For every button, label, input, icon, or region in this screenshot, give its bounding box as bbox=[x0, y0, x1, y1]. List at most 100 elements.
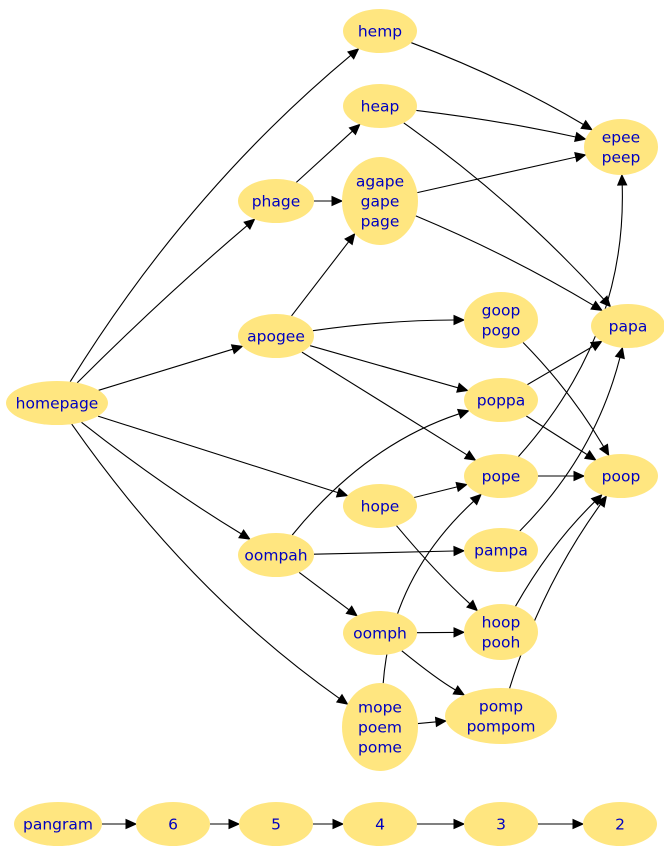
node-pampa: pampa bbox=[464, 528, 538, 572]
arrowhead-icon bbox=[595, 495, 608, 508]
edge-line bbox=[81, 421, 242, 535]
node-ellipse bbox=[6, 381, 108, 425]
edge-oomph-to-hoop bbox=[416, 627, 466, 638]
node-ellipse bbox=[239, 802, 313, 846]
node-label: pomp bbox=[479, 698, 523, 716]
node-ellipse bbox=[584, 119, 658, 175]
node-goop: goop pogo bbox=[464, 292, 538, 348]
edge-line bbox=[291, 413, 460, 536]
node-ellipse bbox=[464, 378, 538, 422]
node-ellipse bbox=[238, 179, 314, 223]
arrowhead-icon bbox=[469, 493, 482, 506]
edge-line bbox=[98, 348, 233, 391]
edge-line bbox=[69, 54, 352, 382]
edge-heap-to-papa bbox=[403, 122, 612, 308]
node-label: 6 bbox=[168, 816, 178, 834]
node-hemp: hemp bbox=[343, 9, 417, 53]
edge-apogee-to-pope bbox=[301, 351, 477, 461]
node-ellipse bbox=[445, 688, 557, 744]
edge-line bbox=[417, 156, 576, 194]
edge-agape-to-papa bbox=[415, 215, 603, 312]
arrowhead-icon bbox=[243, 218, 256, 231]
node-oompah: oompah bbox=[238, 533, 314, 577]
arrowhead-icon bbox=[574, 131, 587, 143]
edge-line bbox=[71, 423, 340, 699]
node-label: page bbox=[361, 213, 400, 231]
arrowhead-icon bbox=[580, 119, 593, 131]
node-label: oompah bbox=[244, 547, 307, 565]
node-oomph: oomph bbox=[343, 611, 417, 655]
edge-line bbox=[76, 225, 248, 384]
edge-n6-to-n5 bbox=[210, 818, 241, 830]
edge-line bbox=[312, 319, 455, 332]
arrowhead-icon bbox=[572, 818, 585, 830]
edge-line bbox=[527, 345, 594, 386]
edge-mope-to-pope bbox=[382, 493, 482, 684]
edge-n4-to-n3 bbox=[417, 818, 466, 830]
node-ellipse bbox=[343, 9, 417, 53]
edge-line bbox=[401, 650, 456, 691]
node-label: pampa bbox=[474, 542, 528, 560]
node-label: oomph bbox=[353, 625, 407, 643]
node-papa: papa bbox=[591, 304, 664, 348]
arrowhead-icon bbox=[453, 627, 466, 638]
node-label: goop bbox=[482, 302, 521, 320]
node-label: homepage bbox=[16, 395, 99, 413]
arrowhead-icon bbox=[616, 173, 628, 186]
edge-hope-to-hoop bbox=[396, 525, 479, 612]
edge-homepage-to-hemp bbox=[69, 48, 360, 382]
edge-hope-to-pope bbox=[414, 481, 468, 499]
node-ellipse bbox=[464, 802, 538, 846]
arrowhead-icon bbox=[589, 340, 603, 352]
arrowhead-icon bbox=[456, 408, 470, 419]
edge-homepage-to-oompah bbox=[81, 421, 251, 540]
node-label: poem bbox=[358, 719, 402, 737]
edge-apogee-to-goop bbox=[312, 314, 466, 332]
arrowhead-icon bbox=[228, 818, 241, 830]
node-ellipse bbox=[583, 802, 657, 846]
node-ellipse bbox=[584, 454, 658, 498]
node-label: mope bbox=[358, 699, 402, 717]
edge-n3-to-n2 bbox=[538, 818, 585, 830]
edge-line bbox=[97, 415, 339, 494]
node-label: pome bbox=[358, 739, 402, 757]
node-ellipse bbox=[238, 533, 314, 577]
arrowhead-icon bbox=[348, 123, 361, 136]
edge-poppa-to-poop bbox=[526, 415, 597, 461]
node-label: papa bbox=[609, 318, 648, 336]
edge-phage-to-heap bbox=[295, 123, 361, 183]
arrowhead-icon bbox=[453, 545, 466, 557]
edge-line bbox=[295, 130, 353, 183]
arrowhead-icon bbox=[455, 481, 468, 493]
node-ellipse bbox=[464, 528, 538, 572]
edge-line bbox=[414, 486, 458, 499]
node-label: 4 bbox=[375, 816, 385, 834]
edge-line bbox=[396, 525, 471, 605]
nodes-layer: homepagehempheapphageagapegapepageepeepe… bbox=[6, 9, 664, 846]
edge-homepage-to-hope bbox=[97, 415, 349, 498]
node-label: poppa bbox=[477, 392, 526, 410]
node-apogee: apogee bbox=[238, 314, 314, 358]
arrowhead-icon bbox=[573, 470, 586, 482]
node-ellipse bbox=[14, 802, 102, 846]
arrowhead-icon bbox=[335, 487, 349, 498]
arrowhead-icon bbox=[453, 314, 466, 326]
edge-line bbox=[415, 215, 594, 306]
edge-line bbox=[509, 503, 601, 689]
arrowhead-icon bbox=[344, 232, 356, 246]
edge-line bbox=[291, 241, 350, 317]
node-pope: pope bbox=[464, 454, 538, 498]
arrowhead-icon bbox=[599, 295, 612, 308]
edge-oompah-to-pampa bbox=[313, 545, 466, 557]
edge-mope-to-pomp bbox=[417, 716, 448, 728]
edge-line bbox=[382, 500, 474, 684]
edge-oompah-to-poppa bbox=[291, 408, 470, 536]
edge-line bbox=[519, 357, 621, 532]
node-label: pogo bbox=[482, 322, 521, 340]
edge-line bbox=[411, 42, 584, 125]
node-poppa: poppa bbox=[464, 378, 538, 422]
